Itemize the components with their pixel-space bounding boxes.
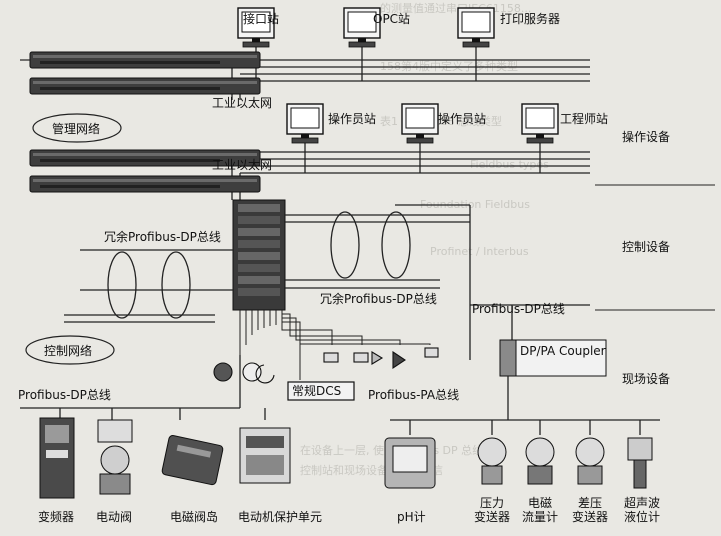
- ethernet-label-bottom: 工业以太网: [212, 158, 273, 172]
- management-network-label: 管理网络: [52, 122, 101, 136]
- background-text: 的测量值通过串口IEC61158... 158第4版中定义了多种类型 表1 IE…: [300, 1, 549, 477]
- controller-rack-icon: [232, 199, 286, 311]
- ph-meter-label: pH计: [397, 510, 426, 524]
- redundant-dp-bus-left: [64, 249, 233, 323]
- dp-transmitter-label-line1: 差压: [577, 496, 602, 510]
- operator-station-1-pc-icon: [286, 103, 324, 144]
- switch-icon: [29, 175, 261, 193]
- ultrasonic-level-icon: [627, 437, 653, 489]
- dp-transmitter-icon: [575, 437, 605, 485]
- pressure-transmitter-icon: [477, 437, 507, 485]
- ultrasonic-level-label-line2: 液位计: [623, 510, 660, 524]
- svg-text:Foundation Fieldbus: Foundation Fieldbus: [420, 198, 530, 211]
- control-network-ellipse: [25, 335, 115, 365]
- control-network-label: 控制网络: [44, 344, 93, 358]
- conventional-dcs-box: [287, 381, 355, 401]
- dp-bus-left-label: Profibus-DP总线: [18, 388, 111, 402]
- dp-bus-right-label: Profibus-DP总线: [472, 302, 565, 316]
- em-flowmeter-icon: [525, 437, 555, 485]
- layer-separators: [595, 184, 715, 311]
- motor-protection-icon: [239, 427, 291, 484]
- print-server-pc-icon: [457, 7, 495, 48]
- operator-station-1-label: 操作员站: [328, 112, 377, 126]
- pressure-transmitter-label-line2: 变送器: [473, 510, 510, 524]
- management-network-ellipse: [32, 113, 122, 143]
- svg-text:Profinet / Interbus: Profinet / Interbus: [430, 245, 529, 258]
- engineer-station-label: 工程师站: [560, 112, 609, 126]
- opc-station-label: OPC站: [373, 12, 411, 26]
- redundant-dp-bus-mid-label: 冗余Profibus-DP总线: [320, 292, 437, 306]
- layer-field-label: 现场设备: [622, 372, 671, 386]
- redundant-dp-bus-middle: [285, 204, 590, 360]
- solenoid-island-label: 电磁阀岛: [170, 510, 219, 524]
- switch-icon: [29, 77, 261, 95]
- pa-bus-lines: [390, 376, 660, 435]
- ethernet-label-top: 工业以太网: [212, 96, 273, 110]
- dp-pa-coupler-icon: [499, 339, 607, 377]
- dp-pa-coupler-label: DP/PA Coupler: [520, 344, 606, 358]
- inverter-icon: [39, 417, 75, 499]
- em-flowmeter-label: 电磁 流量计: [514, 496, 566, 524]
- engineer-station-pc-icon: [521, 103, 559, 144]
- dp-transmitter-label: 差压 变送器: [562, 496, 618, 524]
- print-server-label: 打印服务器: [500, 12, 561, 26]
- pressure-transmitter-label: 压力 变送器: [462, 496, 522, 524]
- interface-station-label: 接口站: [243, 12, 280, 26]
- operator-station-2-pc-icon: [401, 103, 439, 144]
- svg-text:158第4版中定义了多种类型: 158第4版中定义了多种类型: [380, 59, 518, 73]
- ph-meter-icon: [384, 437, 436, 489]
- operator-station-2-label: 操作员站: [438, 112, 487, 126]
- conventional-instruments: [213, 347, 439, 384]
- solenoid-island-icon: [161, 435, 224, 486]
- rack-drop-lines: [239, 310, 431, 380]
- switch-icon: [29, 51, 261, 69]
- dp-transmitter-label-line2: 变送器: [571, 510, 608, 524]
- pa-bus-label: Profibus-PA总线: [368, 388, 460, 402]
- layer-control-label: 控制设备: [622, 240, 671, 254]
- svg-text:Fieldbus types: Fieldbus types: [470, 158, 549, 171]
- motor-valve-icon: [97, 419, 133, 495]
- pressure-transmitter-label-line1: 压力: [479, 496, 504, 510]
- motor-protection-label: 电动机保护单元: [238, 510, 323, 524]
- redundant-dp-bus-left-label: 冗余Profibus-DP总线: [104, 230, 221, 244]
- conventional-dcs-label: 常规DCS: [292, 384, 342, 398]
- layer-operation-label: 操作设备: [622, 130, 671, 144]
- ultrasonic-level-label: 超声波 液位计: [614, 496, 670, 524]
- em-flowmeter-label-line2: 流量计: [521, 510, 558, 524]
- em-flowmeter-label-line1: 电磁: [527, 496, 552, 510]
- ultrasonic-level-label-line1: 超声波: [623, 496, 660, 510]
- upper-ethernet-lines: [231, 44, 590, 100]
- motor-valve-label: 电动阀: [96, 510, 133, 524]
- inverter-label: 变频器: [38, 510, 75, 524]
